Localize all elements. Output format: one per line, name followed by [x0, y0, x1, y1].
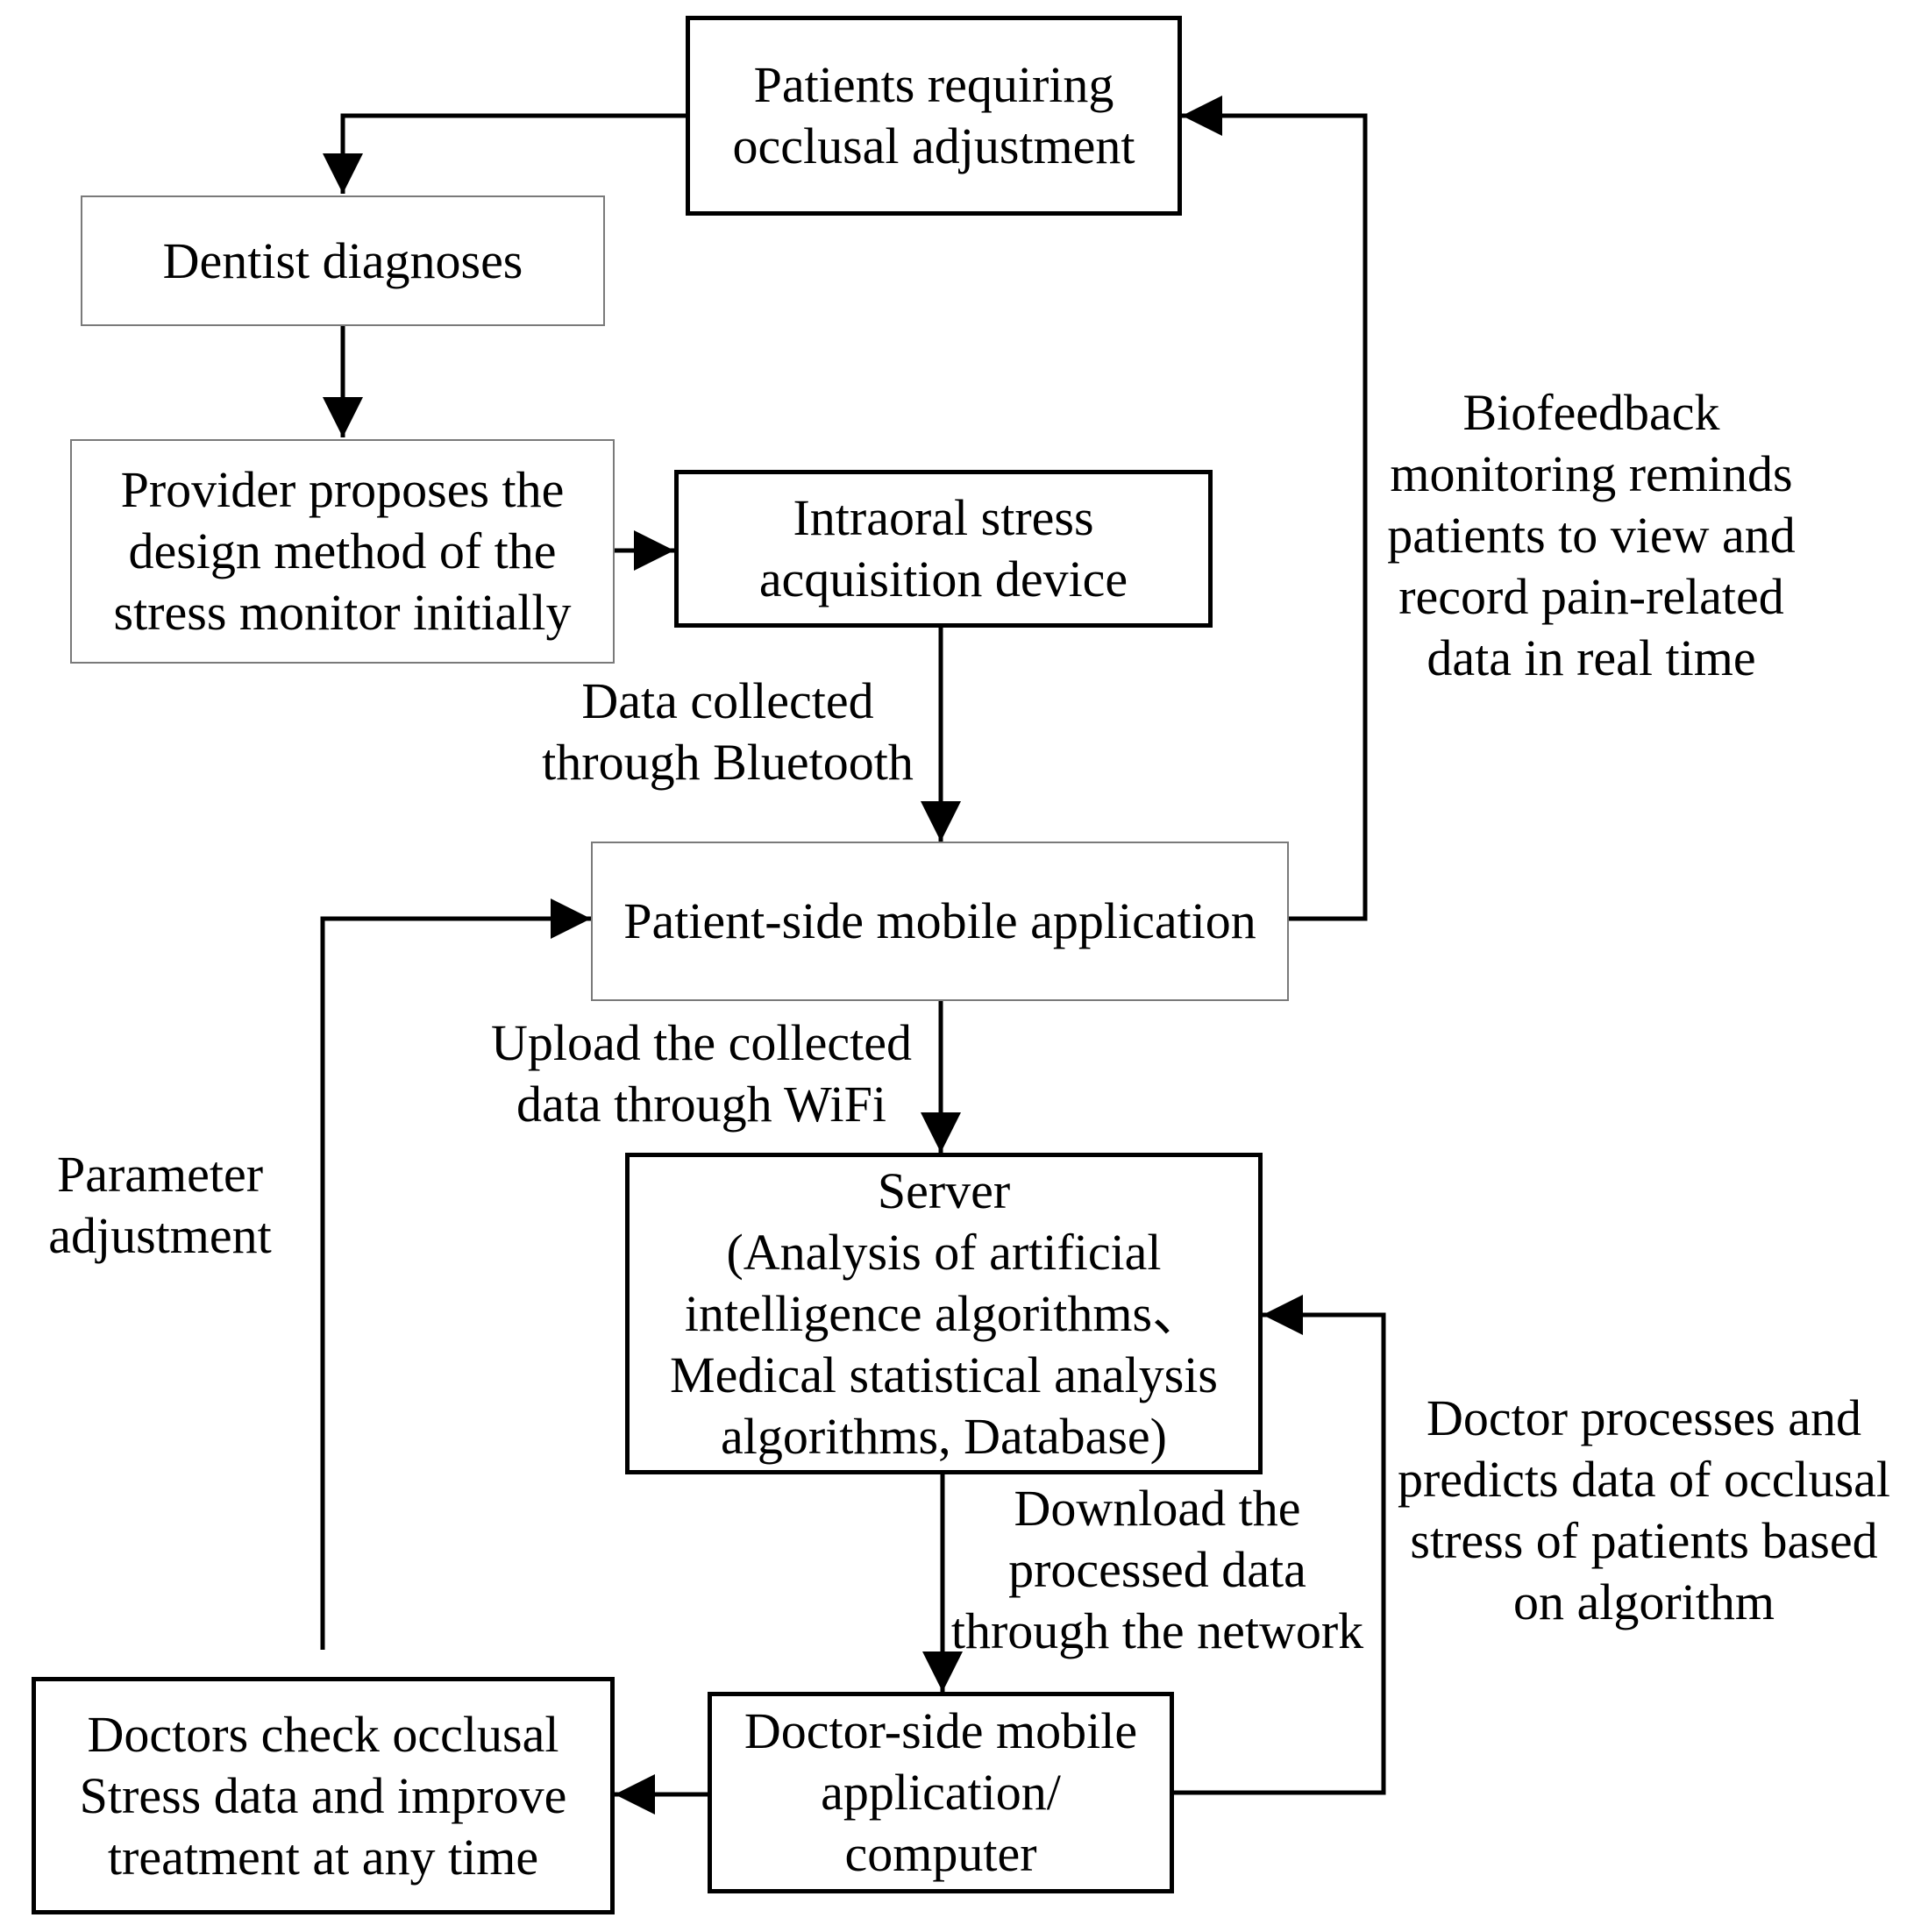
doctor-process-line-3: stress of patients based: [1410, 1512, 1878, 1569]
doctors-check-line-2: Stress data and improve: [79, 1766, 567, 1824]
wifi-line-1: Upload the collected: [491, 1014, 912, 1071]
network-line-3: through the network: [950, 1602, 1364, 1659]
doctor-app-node: Doctor-side mobile application/ computer: [708, 1692, 1174, 1893]
arrow-patient-app-to-patients: [1182, 96, 1368, 921]
bluetooth-label: Data collected through Bluetooth: [522, 671, 934, 793]
doctor-app-line-3: computer: [844, 1825, 1037, 1882]
biofeedback-line-5: data in real time: [1427, 629, 1756, 686]
patients-node: Patients requiring occlusal adjustment: [686, 16, 1182, 216]
provider-line-2: design method of the: [128, 522, 557, 579]
parameter-label: Parameter adjustment: [26, 1144, 294, 1267]
doctors-check-node: Doctors check occlusal Stress data and i…: [32, 1677, 615, 1914]
server-line-2: (Analysis of artificial: [726, 1223, 1162, 1281]
parameter-line-1: Parameter: [56, 1146, 264, 1203]
network-line-2: processed data: [1008, 1541, 1306, 1598]
server-line-3: intelligence algorithms、: [684, 1284, 1204, 1342]
patients-line-2: occlusal adjustment: [732, 117, 1135, 174]
network-label: Download the processed data through the …: [943, 1478, 1372, 1662]
arrow-patients-to-dentist: [323, 113, 686, 194]
server-line-5: algorithms, Database): [721, 1407, 1167, 1465]
server-line-1: Server: [877, 1161, 1011, 1219]
doctors-check-line-3: treatment at any time: [107, 1828, 539, 1886]
patient-app-node: Patient-side mobile application: [591, 842, 1289, 1001]
doctors-check-line-1: Doctors check occlusal: [87, 1705, 559, 1763]
dentist-node: Dentist diagnoses: [81, 195, 605, 326]
network-line-1: Download the: [1014, 1480, 1301, 1537]
wifi-line-2: data through WiFi: [516, 1076, 886, 1133]
doctor-app-line-1: Doctor-side mobile: [744, 1702, 1138, 1759]
bluetooth-line-2: through Bluetooth: [542, 734, 914, 791]
wifi-label: Upload the collected data through WiFi: [478, 1012, 925, 1135]
biofeedback-label: Biofeedback monitoring reminds patients …: [1377, 382, 1806, 689]
intraoral-node: Intraoral stress acquisition device: [674, 470, 1213, 628]
biofeedback-line-2: monitoring reminds: [1390, 445, 1793, 502]
biofeedback-line-3: patients to view and: [1387, 507, 1796, 564]
doctor-process-line-4: on algorithm: [1512, 1573, 1775, 1630]
dentist-line-1: Dentist diagnoses: [162, 231, 523, 289]
intraoral-line-2: acquisition device: [758, 550, 1128, 607]
doctor-app-line-2: application/: [821, 1764, 1061, 1821]
doctor-process-line-1: Doctor processes and: [1426, 1389, 1862, 1446]
patients-line-1: Patients requiring: [753, 56, 1114, 113]
patient-app-line-1: Patient-side mobile application: [623, 892, 1256, 949]
server-line-4: Medical statistical analysis: [670, 1346, 1218, 1403]
parameter-line-2: adjustment: [48, 1207, 272, 1264]
doctor-process-line-2: predicts data of occlusal: [1397, 1451, 1891, 1508]
biofeedback-line-1: Biofeedback: [1462, 384, 1720, 441]
server-node: Server (Analysis of artificial intellige…: [625, 1153, 1263, 1474]
intraoral-line-1: Intraoral stress: [793, 489, 1094, 546]
doctor-process-label: Doctor processes and predicts data of oc…: [1390, 1388, 1898, 1633]
arrow-parameter-adjustment-to-patient-app: [320, 899, 591, 1650]
provider-line-1: Provider proposes the: [120, 461, 565, 518]
bluetooth-line-1: Data collected: [581, 672, 874, 729]
provider-node: Provider proposes the design method of t…: [70, 439, 615, 664]
biofeedback-line-4: record pain-related: [1398, 568, 1784, 625]
provider-line-3: stress monitor initially: [113, 584, 572, 641]
arrow-doctor-app-to-server: [1174, 1295, 1386, 1795]
